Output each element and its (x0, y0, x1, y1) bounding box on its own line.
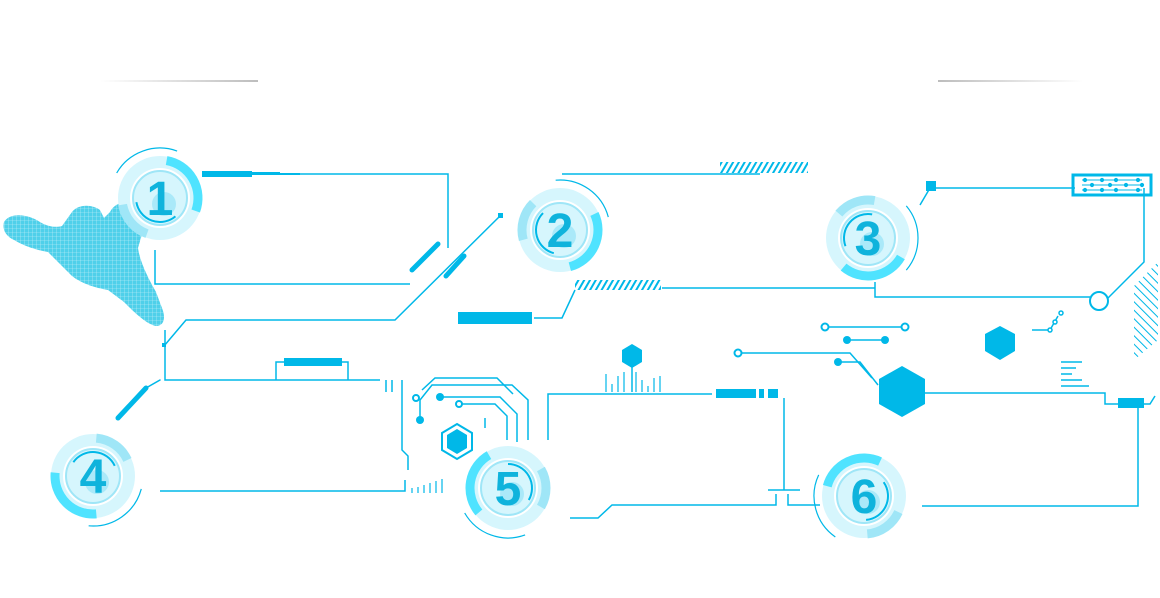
badge-arc (866, 509, 903, 539)
hatch-panel (1134, 262, 1158, 360)
badge-glow (500, 482, 524, 506)
badge-arc (840, 254, 905, 281)
badge-arc (95, 433, 132, 463)
badge-inner-arc (135, 201, 177, 223)
badge-glow (152, 192, 176, 216)
circuit-lines (154, 173, 1156, 519)
divider-left (100, 80, 258, 82)
line-stack (385, 361, 1089, 428)
step-badge-6: 6 (813, 453, 906, 539)
badge-arc (536, 466, 551, 510)
wireframe-hand-icon (3, 201, 165, 326)
step-number: 1 (147, 173, 174, 226)
badge-arc (165, 156, 203, 213)
badge-inner-arc (507, 463, 533, 501)
badge-arc (50, 472, 97, 519)
step-badge-5: 5 (464, 446, 551, 539)
hatch-bar (575, 280, 661, 290)
badge-arc (822, 453, 882, 488)
badge-arc (835, 195, 876, 217)
badge-orbit-arc (464, 512, 526, 539)
badge-orbit-arc (905, 205, 919, 271)
badge-arc (517, 199, 537, 241)
badge-orbit-arc (88, 488, 142, 527)
badge-inner-arc (72, 451, 116, 467)
step-badge-2: 2 (517, 179, 609, 272)
step-badge-1: 1 (116, 147, 203, 240)
step-badge-3: 3 (826, 195, 919, 281)
badge-arc (118, 203, 149, 238)
badge-orbit-arc (813, 474, 836, 538)
badge-orbit-arc (116, 147, 178, 174)
diagonal-resistors (115, 241, 467, 421)
step-number: 2 (547, 205, 574, 258)
badge-orbit-arc (555, 179, 609, 218)
badge-inner-arc (843, 213, 873, 247)
divider-right (938, 80, 1083, 82)
badge-inner-arc (865, 481, 889, 521)
badge-glow (85, 470, 109, 494)
badge-arc (568, 212, 603, 272)
step-badge-4: 4 (50, 433, 142, 527)
step-number: 3 (855, 213, 882, 266)
badge-glow (552, 224, 576, 248)
equalizer-bars (411, 372, 661, 493)
hexagon-icon (441, 326, 1015, 461)
circuit-chip-icon (1082, 177, 1145, 193)
badge-inner-arc (535, 212, 555, 255)
badge-arc (465, 451, 492, 516)
hatch-bar (720, 162, 808, 173)
step-number: 5 (495, 463, 522, 516)
step-number: 6 (851, 471, 878, 524)
badge-glow (860, 232, 884, 256)
solid-bars (162, 171, 1153, 408)
badge-glow (856, 490, 880, 514)
step-number: 4 (80, 451, 107, 504)
circuit-nodes (412, 291, 1109, 424)
